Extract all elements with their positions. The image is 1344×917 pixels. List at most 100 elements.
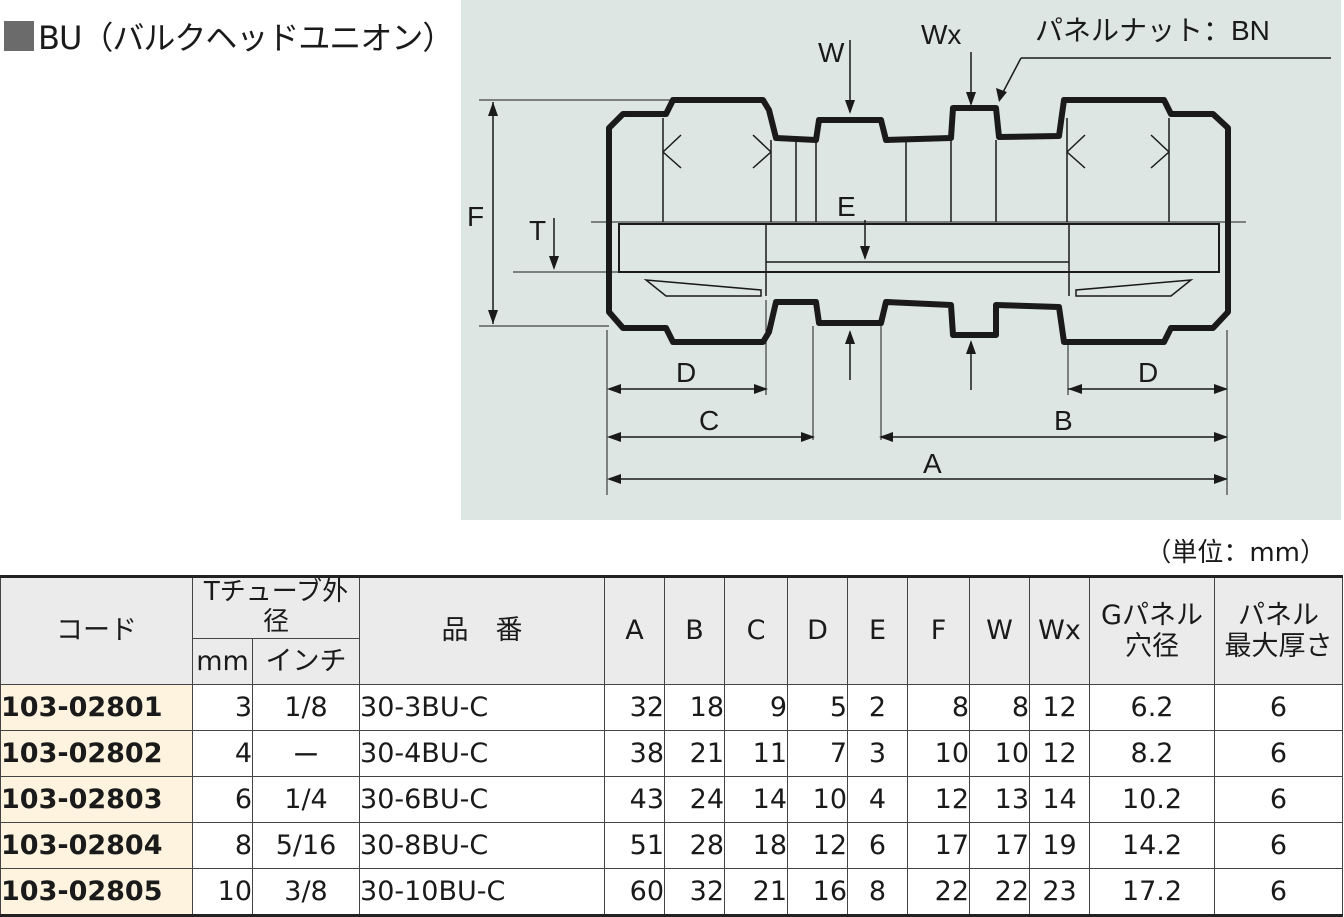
cell-code: 103-02803 — [0, 775, 193, 823]
table-row: 103-02803 6 1/4 30-6BU-C 43 24 14 10 4 1… — [0, 775, 1344, 823]
cell-w: 22 — [969, 867, 1031, 917]
cell-d: 16 — [787, 867, 849, 917]
page-title: BU（バルクヘッドユニオン） — [38, 19, 454, 57]
bulkhead-union-drawing: W Wx パネルナット：BN F T E — [467, 15, 1331, 495]
label-c: C — [699, 405, 719, 436]
header-tube-od: Tチューブ外径 — [191, 575, 361, 639]
header-w: W — [969, 575, 1031, 685]
cell-t: 6 — [1214, 775, 1344, 823]
cell-part: 30-3BU-C — [359, 683, 606, 731]
cell-d: 7 — [787, 729, 849, 777]
cell-mm: 4 — [192, 729, 253, 777]
cell-mm: 10 — [192, 867, 253, 917]
header-part-no: 品 番 — [359, 575, 606, 685]
cell-e: 4 — [847, 775, 909, 823]
label-d-left: D — [676, 357, 696, 388]
cell-b: 21 — [664, 729, 726, 777]
cell-w: 13 — [969, 775, 1031, 823]
cell-g: 8.2 — [1089, 729, 1216, 777]
cell-c: 14 — [724, 775, 789, 823]
label-f: F — [467, 201, 484, 232]
cell-t: 6 — [1214, 683, 1344, 731]
unit-note: （単位：mm） — [1145, 538, 1326, 568]
label-d-right: D — [1138, 357, 1158, 388]
cell-b: 28 — [664, 821, 726, 869]
cell-f: 17 — [907, 821, 971, 869]
cell-w: 10 — [969, 729, 1031, 777]
header-panel-max: パネル 最大厚さ — [1214, 575, 1344, 685]
table-row: 103-02802 4 ー 30-4BU-C 38 21 11 7 3 10 1… — [0, 729, 1344, 777]
cell-code: 103-02804 — [0, 821, 193, 869]
label-w: W — [818, 37, 845, 68]
cell-code: 103-02801 — [0, 683, 193, 731]
cell-a: 60 — [604, 867, 666, 917]
header-inch: インチ — [251, 637, 361, 685]
table-row: 103-02804 8 5/16 30-8BU-C 51 28 18 12 6 … — [0, 821, 1344, 869]
table-row: 103-02801 3 1/8 30-3BU-C 32 18 9 5 2 8 8… — [0, 683, 1344, 731]
cell-f: 12 — [907, 775, 971, 823]
cell-c: 9 — [724, 683, 789, 731]
cell-a: 43 — [604, 775, 666, 823]
cell-e: 2 — [847, 683, 909, 731]
header-g-panel-line2: 穴径 — [1125, 630, 1180, 662]
spec-table: コード Tチューブ外径 品 番 A B C D E F W Wx Gパネル 穴径… — [0, 575, 1344, 917]
header-code: コード — [0, 575, 193, 685]
header-b: B — [664, 575, 726, 685]
cell-g: 14.2 — [1089, 821, 1216, 869]
cell-t: 6 — [1214, 729, 1344, 777]
cell-mm: 3 — [192, 683, 253, 731]
header-f: F — [907, 575, 971, 685]
label-b: B — [1054, 405, 1073, 436]
cell-w: 8 — [969, 683, 1031, 731]
header-d: D — [787, 575, 849, 685]
cell-a: 32 — [604, 683, 666, 731]
gray-square-icon — [4, 21, 34, 51]
cell-e: 8 — [847, 867, 909, 917]
cell-g: 10.2 — [1089, 775, 1216, 823]
header-c: C — [724, 575, 789, 685]
header-mm: mm — [192, 637, 253, 685]
cell-c: 11 — [724, 729, 789, 777]
cell-inch: 5/16 — [251, 821, 361, 869]
cell-inch: 1/8 — [251, 683, 361, 731]
cell-g: 6.2 — [1089, 683, 1216, 731]
cell-inch: 1/4 — [251, 775, 361, 823]
cell-part: 30-8BU-C — [359, 821, 606, 869]
cell-b: 18 — [664, 683, 726, 731]
table-row: 103-02805 10 3/8 30-10BU-C 60 32 21 16 8… — [0, 867, 1344, 917]
cell-code: 103-02805 — [0, 867, 193, 917]
cell-wx: 12 — [1029, 683, 1091, 731]
cell-wx: 23 — [1029, 867, 1091, 917]
cell-d: 10 — [787, 775, 849, 823]
cell-f: 8 — [907, 683, 971, 731]
cell-d: 5 — [787, 683, 849, 731]
header-panel-max-line2: 最大厚さ — [1224, 630, 1333, 662]
cell-f: 22 — [907, 867, 971, 917]
cell-mm: 6 — [192, 775, 253, 823]
cell-inch: ー — [251, 729, 361, 777]
label-t: T — [529, 215, 546, 246]
cell-inch: 3/8 — [251, 867, 361, 917]
label-panel-nut: パネルナット：BN — [1035, 15, 1270, 46]
header-panel-max-line1: パネル — [1238, 599, 1320, 631]
cell-wx: 19 — [1029, 821, 1091, 869]
cell-e: 3 — [847, 729, 909, 777]
cell-part: 30-4BU-C — [359, 729, 606, 777]
cell-c: 18 — [724, 821, 789, 869]
cell-g: 17.2 — [1089, 867, 1216, 917]
cell-a: 38 — [604, 729, 666, 777]
cell-t: 6 — [1214, 867, 1344, 917]
cell-part: 30-6BU-C — [359, 775, 606, 823]
fitting-outline — [606, 97, 1231, 345]
label-wx: Wx — [921, 19, 961, 50]
fitting-diagram: W Wx パネルナット：BN F T E — [461, 0, 1341, 520]
cell-b: 32 — [664, 867, 726, 917]
label-e: E — [837, 191, 856, 222]
cell-mm: 8 — [192, 821, 253, 869]
page-heading: BU（バルクヘッドユニオン） — [4, 16, 454, 57]
cell-b: 24 — [664, 775, 726, 823]
cell-wx: 12 — [1029, 729, 1091, 777]
header-g-panel: Gパネル 穴径 — [1089, 575, 1216, 685]
cell-t: 6 — [1214, 821, 1344, 869]
cell-f: 10 — [907, 729, 971, 777]
